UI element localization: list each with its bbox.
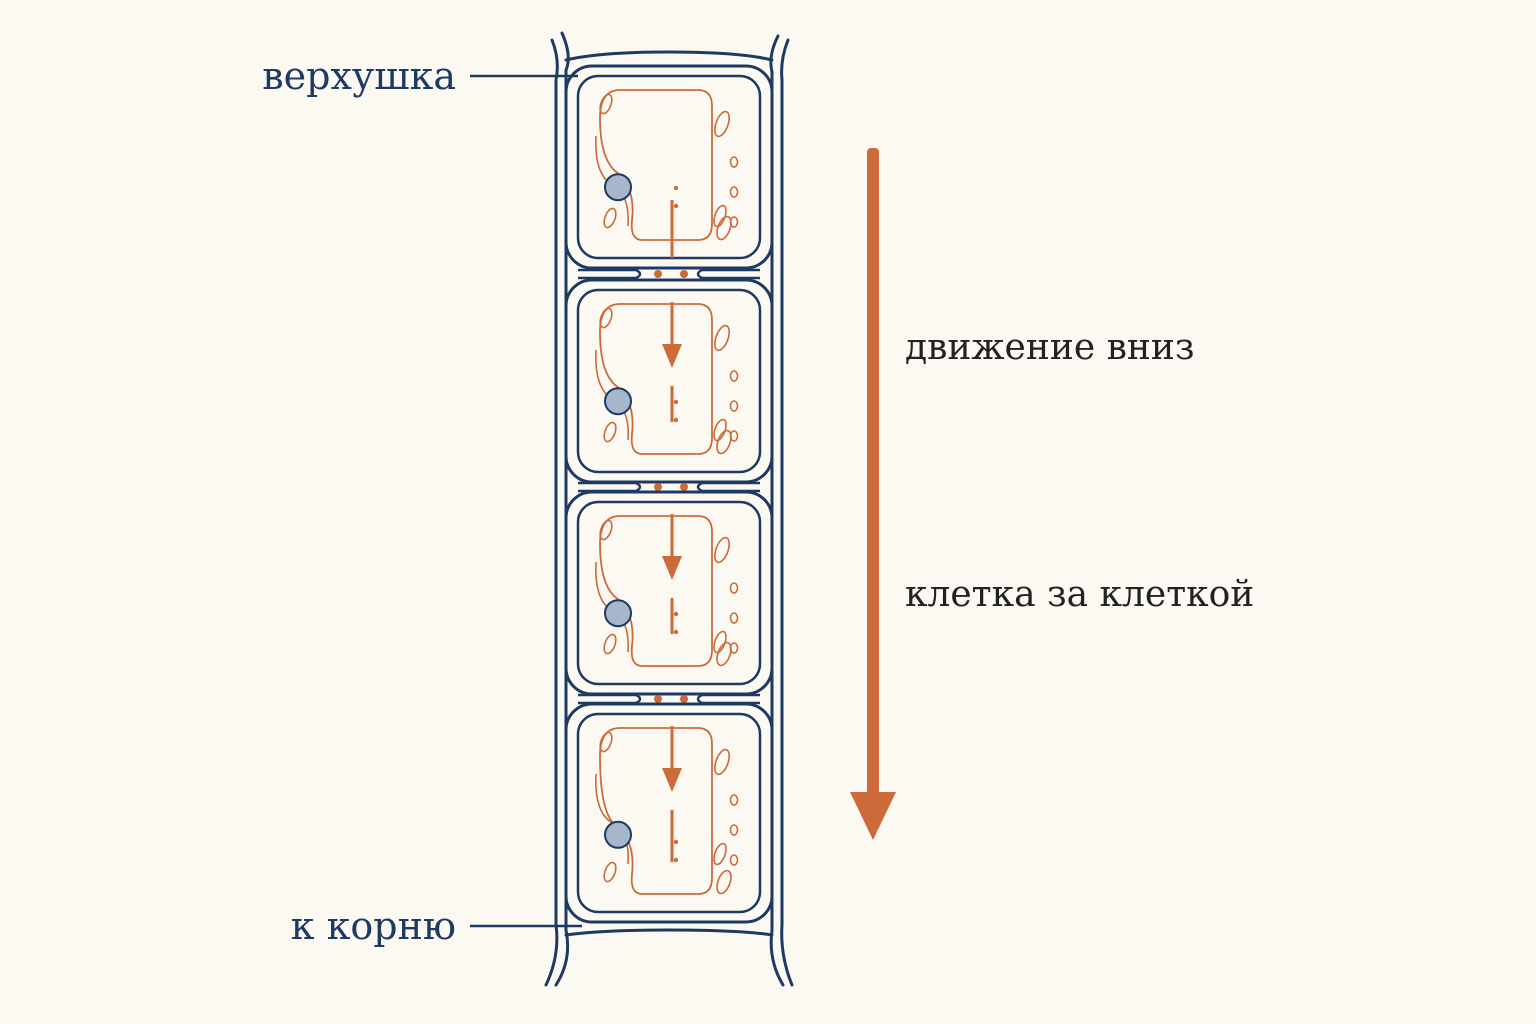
chloroplast [716, 869, 732, 895]
junction-right [696, 268, 760, 280]
chloroplast [716, 215, 732, 241]
outer-tube-walls [544, 31, 794, 987]
cell-membrane [576, 500, 762, 686]
flow-dot [673, 399, 679, 405]
plasmodesma-1 [578, 268, 760, 280]
cell-membrane [576, 74, 762, 260]
label-cell-by-cell: клетка за клеткой [905, 574, 1255, 615]
junction-dot [680, 270, 688, 278]
cell-wall [564, 702, 774, 924]
chloroplast [713, 842, 727, 866]
chloroplast [603, 861, 617, 883]
junction-left [578, 693, 642, 705]
granule [729, 582, 739, 594]
label-to-root: к корню [290, 904, 456, 948]
flow-arrowhead [662, 556, 682, 580]
granule [729, 824, 739, 836]
chloroplast [599, 307, 613, 329]
vacuole [599, 727, 713, 895]
cell-wall [564, 64, 774, 270]
chloroplast [714, 110, 730, 138]
vacuole [599, 515, 713, 667]
granule [729, 370, 739, 382]
label-movement-down: движение вниз [905, 327, 1195, 368]
flow-dot [673, 611, 679, 617]
nucleus [604, 599, 632, 628]
flow-dot [673, 839, 679, 845]
cell-membrane [576, 712, 762, 914]
granule [729, 156, 739, 168]
chloroplast [603, 207, 617, 229]
cell-wall [564, 490, 774, 696]
label-apex: верхушка [262, 54, 456, 98]
direction-arrow-shaft [867, 148, 879, 808]
granule [729, 612, 739, 624]
cell-3 [564, 490, 774, 696]
chloroplast [716, 429, 732, 455]
granule [729, 186, 739, 198]
granule [729, 430, 739, 442]
direction-arrow-head [850, 792, 896, 840]
flow-arrowhead [662, 344, 682, 368]
granule [729, 216, 739, 228]
junction-dot [654, 483, 662, 491]
chloroplast [603, 633, 617, 655]
plasmodesma-3 [578, 693, 760, 705]
cells [564, 64, 774, 924]
label-pointers [470, 74, 582, 928]
junction-right [696, 693, 760, 705]
nucleus [604, 820, 632, 849]
vacuole [599, 89, 713, 241]
chloroplast [714, 748, 730, 776]
flow-dot [673, 185, 679, 191]
flow-dot [673, 203, 679, 209]
cell-4 [564, 702, 774, 924]
cell-membrane [576, 288, 762, 474]
chloroplast [714, 536, 730, 564]
chloroplast [599, 731, 613, 753]
junction-dot [680, 695, 688, 703]
nucleus [604, 387, 632, 416]
junction-dot [654, 695, 662, 703]
plasmodesma-2 [578, 481, 760, 493]
chloroplast [714, 324, 730, 352]
nucleus [604, 173, 632, 202]
granule [729, 400, 739, 412]
cell-wall [564, 278, 774, 484]
junction-dot [680, 483, 688, 491]
junction-left [578, 268, 642, 280]
flow-arrowhead [662, 768, 682, 792]
flow-dot [673, 629, 679, 635]
granule [729, 794, 739, 806]
granule [729, 642, 739, 654]
cell-2 [564, 278, 774, 484]
chloroplast [603, 421, 617, 443]
direction-arrow [850, 148, 896, 840]
junction-right [696, 481, 760, 493]
granule [729, 854, 739, 866]
chloroplast [716, 641, 732, 667]
junction-dot [654, 270, 662, 278]
vacuole [599, 303, 713, 455]
chloroplast [599, 93, 613, 115]
flow-dot [673, 857, 679, 863]
junction-left [578, 481, 642, 493]
flow-dot [673, 417, 679, 423]
cell-1 [564, 64, 774, 270]
chloroplast [599, 519, 613, 541]
